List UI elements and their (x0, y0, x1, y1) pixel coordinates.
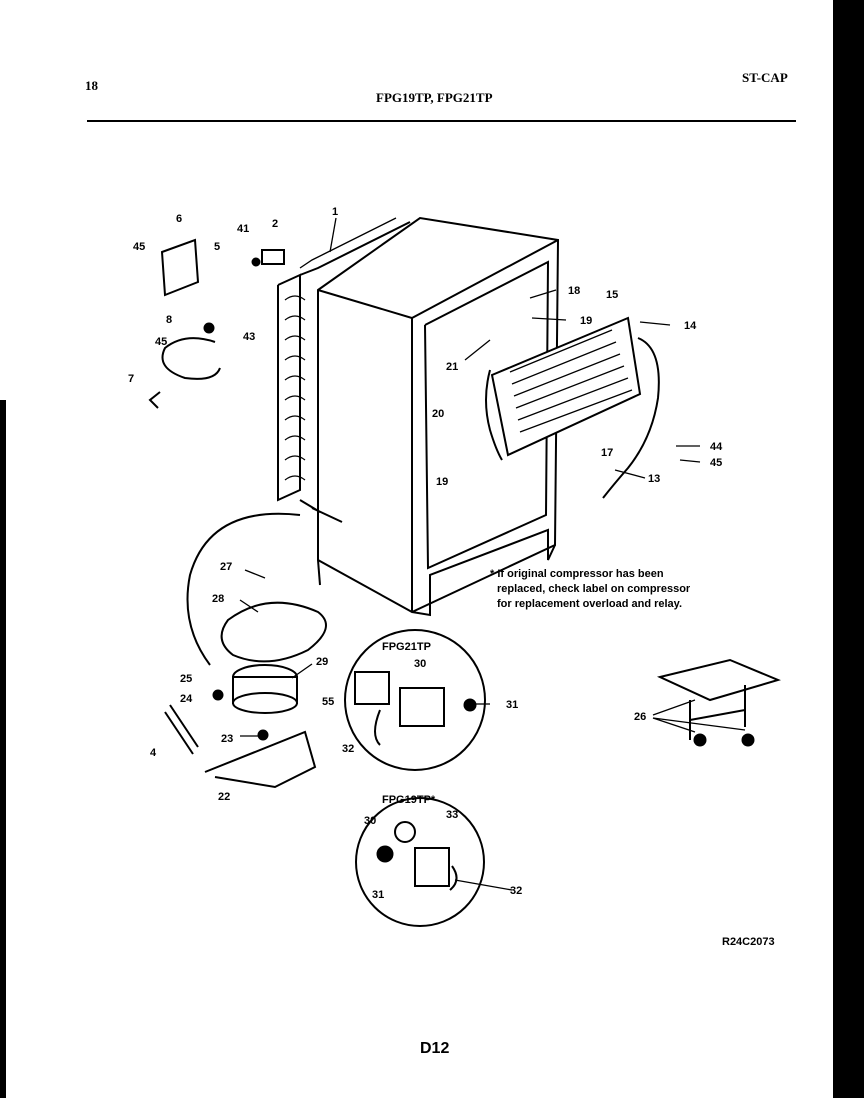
callout-43: 43 (243, 331, 255, 343)
callout-26: 26 (634, 711, 646, 723)
callout-28: 28 (212, 593, 224, 605)
compressor-note: * If original compressor has been replac… (490, 568, 691, 610)
callout-21: 21 (446, 361, 458, 373)
callout-27: 27 (220, 561, 232, 573)
page-number: 18 (85, 78, 98, 93)
page-footer-code: D12 (420, 1040, 450, 1057)
fpg19tp-inset (355, 797, 485, 927)
callout-numbers: 1 2 41 6 45 5 8 45 43 7 18 19 15 14 21 2… (128, 206, 723, 901)
callout-7: 7 (128, 373, 134, 385)
fpg21tp-inset (344, 629, 486, 771)
callout-19a: 19 (580, 315, 592, 327)
callout-19b: 19 (436, 476, 448, 488)
note-line-1: * If original compressor has been (490, 568, 664, 580)
inset-label-fpg21tp: FPG21TP (382, 641, 431, 653)
drawing-code: R24C2073 (722, 936, 775, 948)
callout-24: 24 (180, 693, 193, 705)
callout-32a: 32 (342, 743, 354, 755)
scan-border-left (0, 400, 6, 1098)
model-title: FPG19TP, FPG21TP (376, 90, 493, 105)
callout-41: 41 (237, 223, 249, 235)
note-line-3: for replacement overload and relay. (497, 598, 682, 610)
mounting-bracket (656, 658, 781, 747)
callout-13: 13 (648, 473, 660, 485)
cabinet-drawing (317, 216, 560, 617)
callout-45c: 45 (710, 457, 722, 469)
callout-14: 14 (684, 320, 697, 332)
callout-25: 25 (180, 673, 192, 685)
callout-23: 23 (221, 733, 233, 745)
callout-22: 22 (218, 791, 230, 803)
callout-29: 29 (316, 656, 328, 668)
inset-label-fpg19tp: FPG19TP* (382, 794, 436, 806)
callout-leaders (239, 217, 746, 891)
callout-18: 18 (568, 285, 580, 297)
compressor-assembly (164, 512, 327, 789)
callout-33: 33 (446, 809, 458, 821)
callout-31a: 31 (506, 699, 518, 711)
callout-30a: 30 (414, 658, 426, 670)
scan-border-right (833, 0, 864, 1098)
callout-2: 2 (272, 218, 278, 230)
header-rule (87, 120, 796, 122)
condenser-coil (277, 217, 411, 523)
callout-31b: 31 (372, 889, 384, 901)
callout-15: 15 (606, 289, 618, 301)
callout-8: 8 (166, 314, 172, 326)
control-parts (148, 238, 285, 409)
callout-4: 4 (150, 747, 157, 759)
callout-1: 1 (332, 206, 338, 218)
note-line-2: replaced, check label on compressor (497, 583, 691, 595)
section-code: ST-CAP (742, 70, 788, 85)
callout-45b: 45 (155, 336, 167, 348)
evaporator (485, 316, 660, 499)
callout-55: 55 (322, 696, 334, 708)
callout-45a: 45 (133, 241, 145, 253)
callout-5: 5 (214, 241, 220, 253)
callout-44: 44 (710, 441, 723, 453)
callout-6: 6 (176, 213, 182, 225)
callout-17: 17 (601, 447, 613, 459)
callout-30b: 30 (364, 815, 376, 827)
callout-20: 20 (432, 408, 444, 420)
callout-32b: 32 (510, 885, 522, 897)
